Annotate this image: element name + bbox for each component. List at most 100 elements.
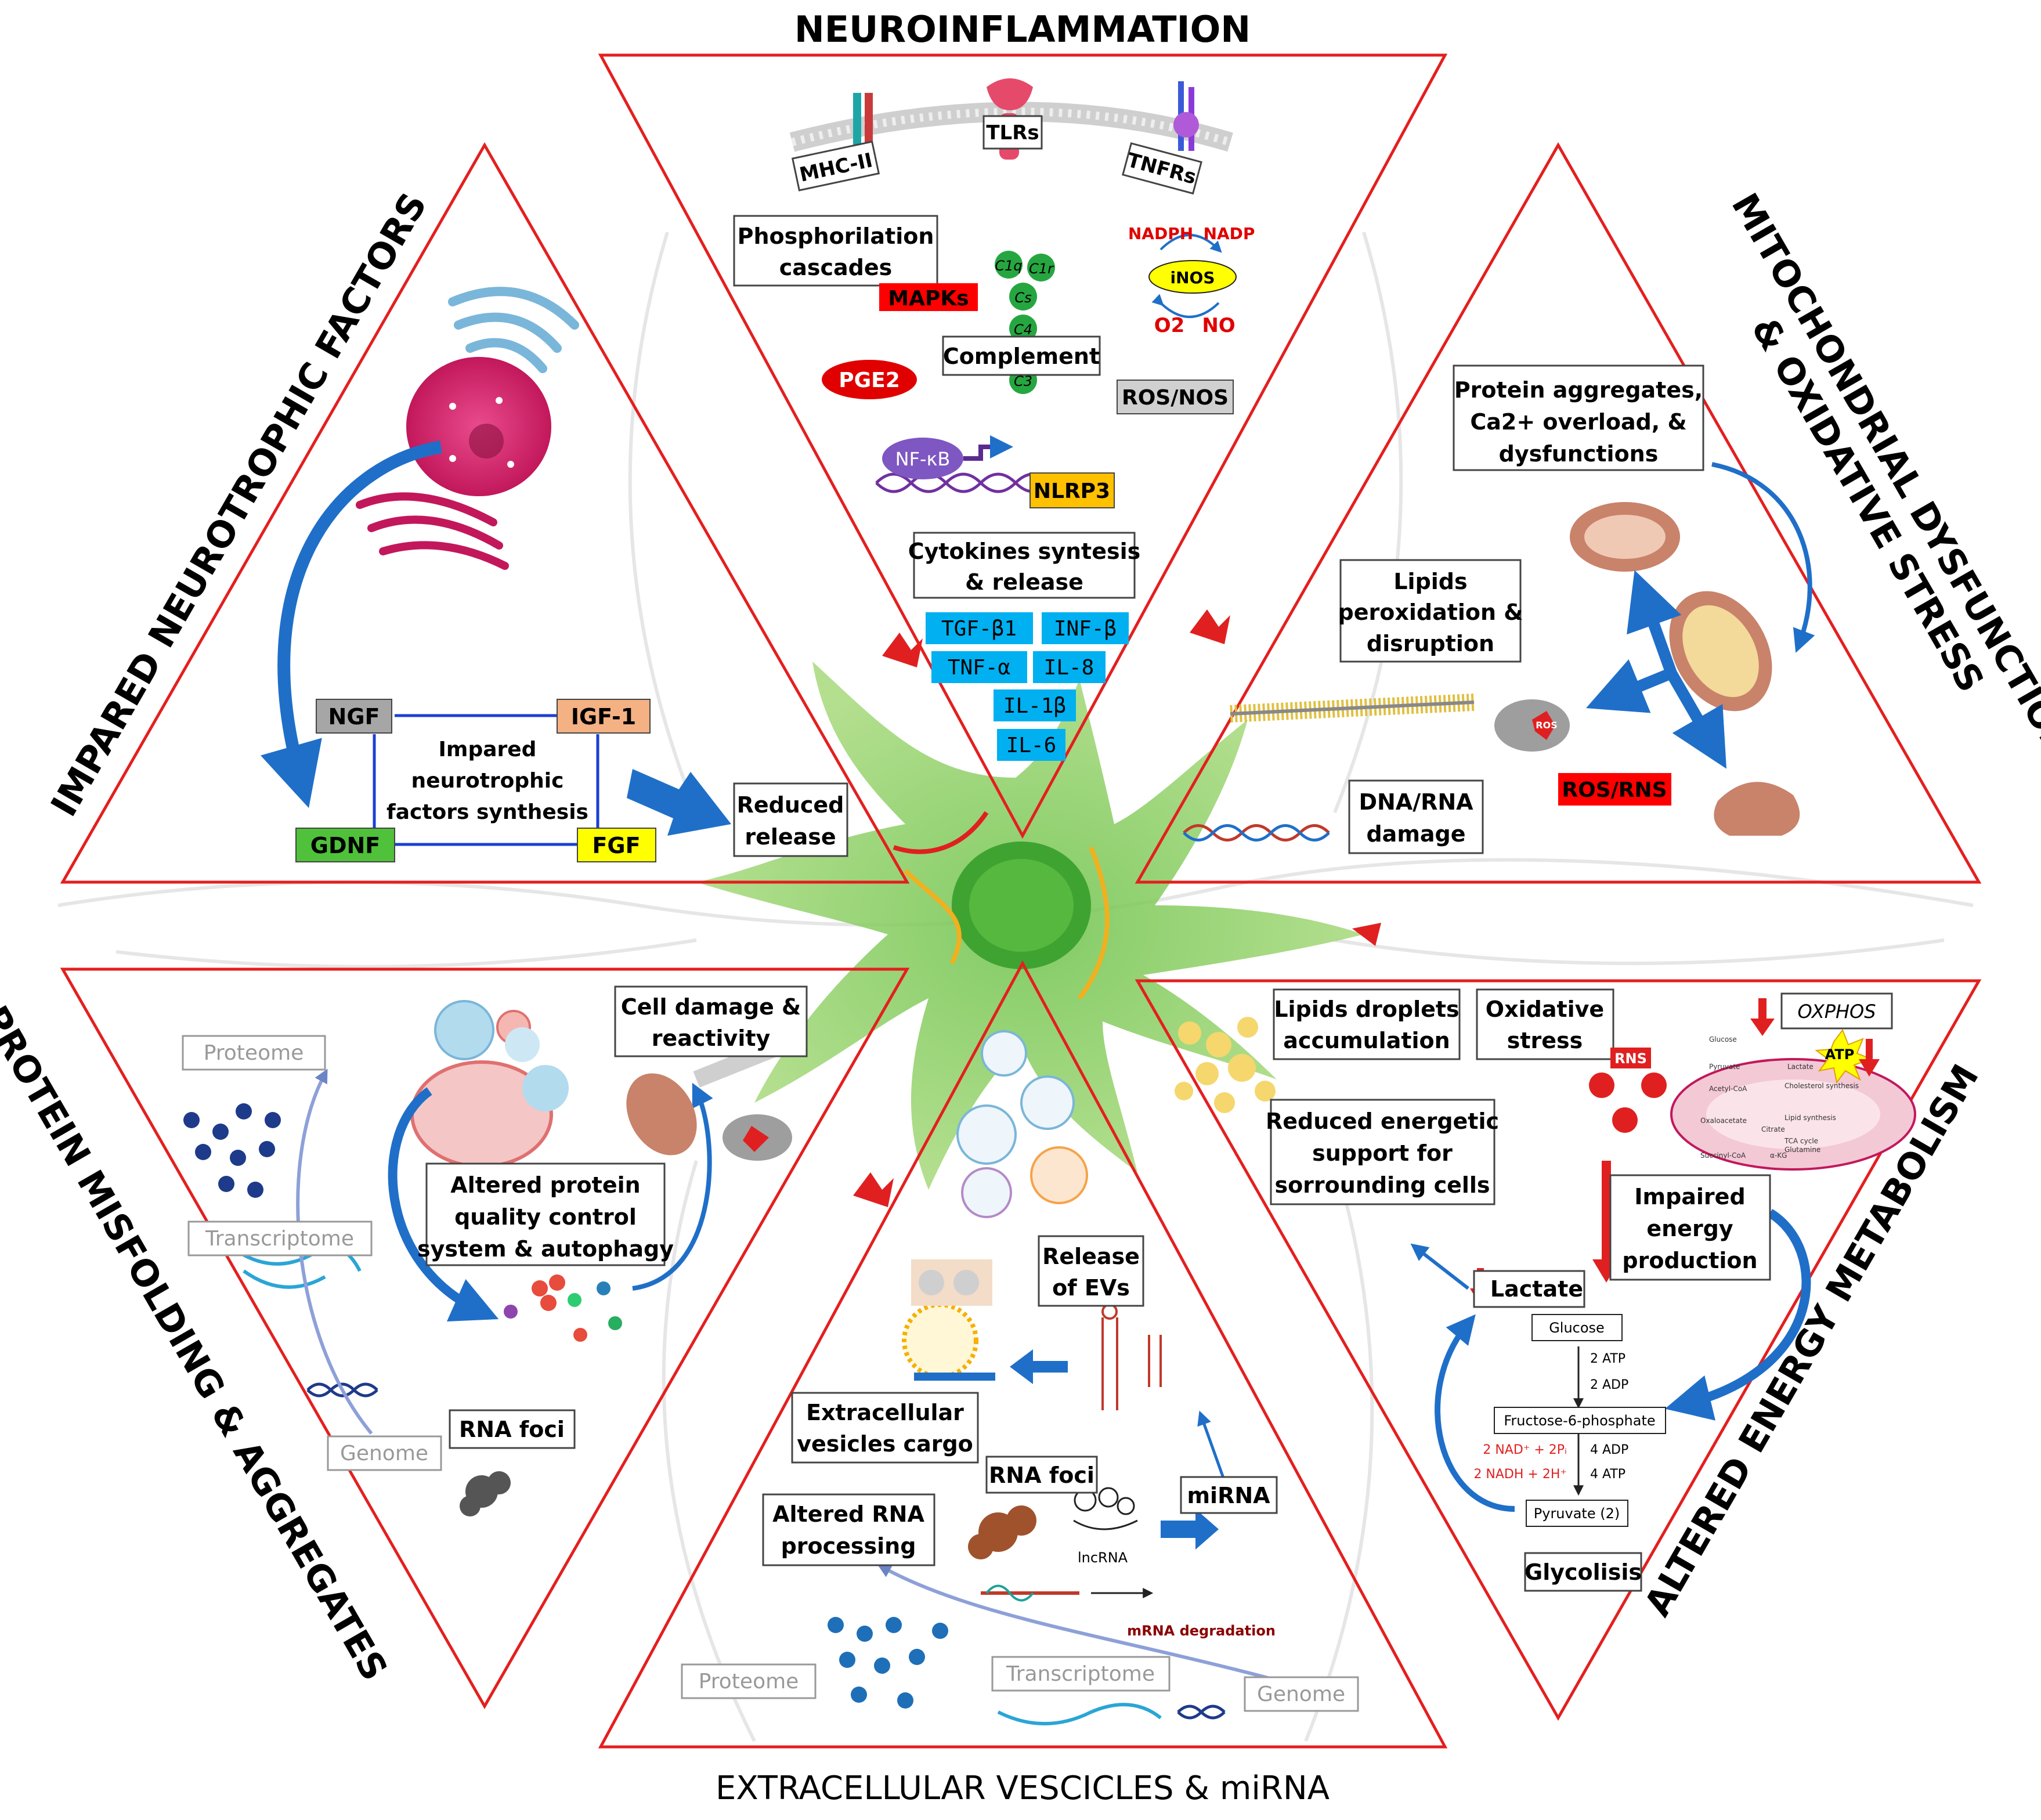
synthesis-label-line3: factors synthesis [386,800,588,824]
curved-arrow-mito [1711,462,1815,653]
dna-helix-icon [1183,824,1330,842]
reduced-support-line2: support for [1312,1140,1453,1166]
triangle-neurotrophic [60,142,910,884]
proteome-label: Proteome [204,1041,304,1065]
rosnos-label: ROS/NOS [1122,386,1229,410]
glycolysis-nad: 2 NAD⁺ + 2Pᵢ [1483,1443,1567,1457]
synthesis-label-line2: neurotrophic [411,769,564,793]
ev-cargo-line2: vesicles cargo [797,1431,973,1457]
lipid-peroxidation-line1: Lipids [1393,569,1467,594]
glycolysis-nadh: 2 NADH + 2H⁺ [1473,1467,1567,1482]
factor-ngf-badge [316,699,392,734]
reduced-support-line3: sorrounding cells [1274,1172,1490,1198]
protein-qc-box [425,1162,666,1266]
mapks-label: MAPKs [888,287,969,310]
reduced-release-line2: release [745,824,836,850]
rosrns-label: ROS/RNS [1562,778,1667,802]
title-neuroinflammation: NEUROINFLAMMATION [794,8,1251,50]
altered-rna-line1: Altered RNA [772,1501,924,1527]
mitochondrion-fragmented-icon [1714,782,1800,836]
factor-gdnf-badge [295,828,395,862]
cytokine-il8-label: IL-8 [1044,656,1094,680]
triangle-energy [1135,979,1982,1721]
svg-text:Glutamine: Glutamine [1784,1146,1820,1154]
impaired-energy-line2: energy [1646,1216,1733,1241]
rns-label: RNS [1614,1050,1647,1067]
proteome-box [182,1035,326,1071]
cytokine-tgfb1-label: TGF-β1 [941,617,1017,641]
aggregates-label-line2: Ca2+ overload, & [1470,409,1686,435]
genome-dna-icon [306,1382,378,1398]
svg-text:Glucose: Glucose [1709,1035,1737,1043]
nfkb-label: NF-κB [895,448,951,470]
ev-rna-foci-box [985,1456,1098,1494]
protein-qc-line2: quality control [454,1204,637,1230]
rosrns-badge [1558,773,1671,806]
mirna-label: miRNA [1187,1483,1270,1508]
ev-rna-foci-label: RNA foci [989,1463,1094,1488]
cytokine-tgfb1-badge [926,612,1033,644]
complement-c1r: C1r [1029,261,1054,277]
microglia-cell-icon [696,609,1381,1207]
svg-text:TCA cycle: TCA cycle [1784,1137,1818,1145]
mitochondrion-damaged-icon [1669,591,1772,712]
complement-cs: Cs [1014,290,1031,306]
ev-transcriptome-box [991,1656,1171,1692]
impaired-energy-line3: production [1622,1248,1757,1273]
nfkb-dna-icon [875,435,1052,493]
phosphorylation-label-line2: cascades [779,255,893,280]
lipid-droplets-line2: accumulation [1283,1028,1450,1053]
mapks-badge [879,283,978,311]
reduced-release-box [733,782,848,857]
curved-arrow-down [261,440,442,808]
golgi-apparatus-icon [448,287,579,373]
cytokine-infb-label: INF-β [1054,617,1117,641]
rna-foci-brown-icon [968,1505,1036,1559]
svg-text:Lactate: Lactate [1787,1063,1814,1071]
title-protein: PROTEIN MISFOLDING & AGGREGATES [0,999,396,1688]
glucose-label: Glucose [1549,1320,1605,1336]
reduced-release-arrow [627,769,731,836]
oxphos-box [1780,992,1893,1030]
metabolism-mitochondrion-icon [1670,1028,1916,1171]
no-label: NO [1202,314,1235,337]
cell-nucleus-icon [406,357,551,496]
triangle-mitochondrial [1135,142,1982,884]
factor-fgf-badge [577,828,656,862]
o2-label: O2 [1154,314,1185,337]
complement-c3: C3 [1014,373,1032,389]
svg-text:Oxaloacetate: Oxaloacetate [1700,1117,1747,1125]
cytokines-box [913,532,1136,599]
triangle-neuroinflammation [598,53,1448,839]
lipid-droplets-icon [1175,1017,1276,1113]
f6p-box [1494,1407,1666,1434]
svg-text:Acetyl-CoA: Acetyl-CoA [1709,1085,1747,1093]
factor-ngf-label: NGF [328,704,380,730]
cell-damage-line2: reactivity [652,1025,771,1051]
inos-label: iNOS [1171,268,1215,287]
ev-transcriptome-label: Transcriptome [1006,1662,1155,1686]
protein-qc-curved-arrows [388,1082,713,1321]
ev-cargo-line1: Extracellular [806,1400,964,1425]
glucose-box [1531,1314,1623,1341]
complement-c1q: C1q [995,258,1022,274]
receptor-label-tlrs: TLRs [982,115,1043,150]
triangle-protein [60,967,910,1710]
inos-cycle-icon [1148,234,1237,318]
pge2-badge [822,360,917,399]
synthesis-label-line1: Impared [439,738,537,761]
triangle-extracellular-vesicles [598,960,1448,1749]
release-evs-box [1038,1235,1144,1307]
ev-transcriptome-icon [997,1703,1162,1725]
aggregates-box [1453,364,1704,471]
cytokines-label-line1: Cytokines syntesis [908,539,1141,564]
cytokine-infb-badge [1042,612,1129,644]
ev-genome-label: Genome [1257,1682,1345,1706]
nadph-label: NADPH [1128,224,1193,243]
rna-foci-icon [460,1471,511,1516]
glycolysis-4atp: 4 ATP [1590,1467,1625,1482]
svg-text:Succinyl-CoA: Succinyl-CoA [1700,1151,1746,1160]
svg-text:TLRs: TLRs [986,121,1039,145]
dna-damage-line1: DNA/RNA [1359,789,1473,815]
